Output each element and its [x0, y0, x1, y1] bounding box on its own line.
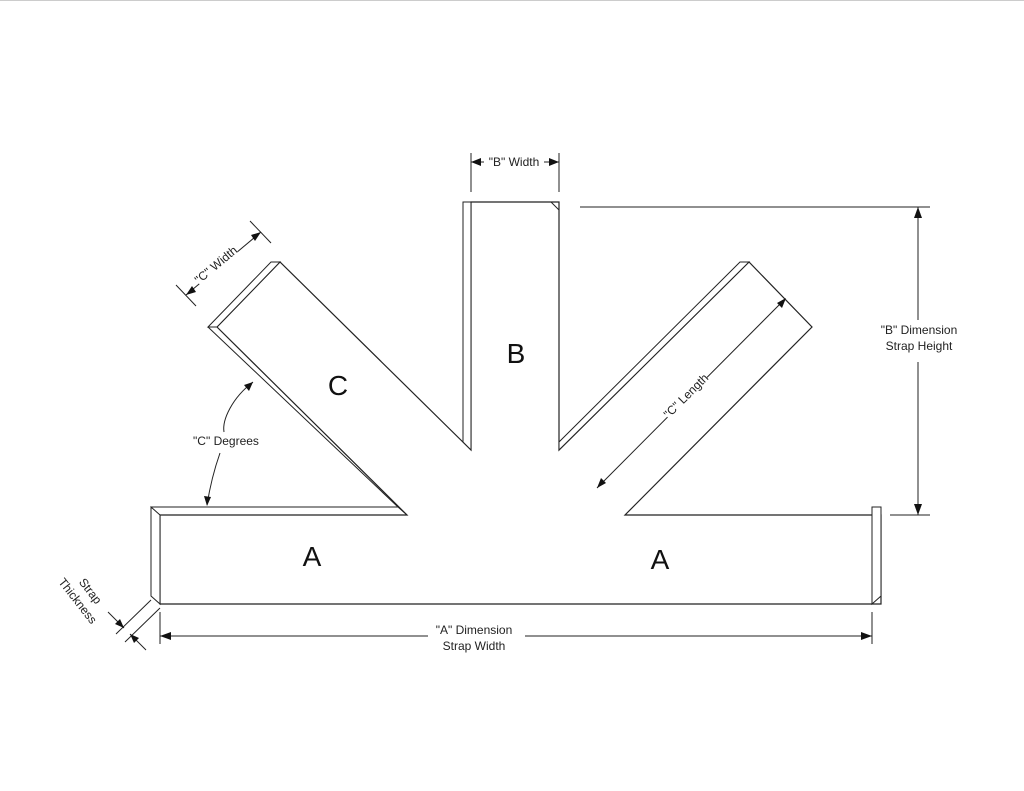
b-width-left-arrow	[471, 158, 481, 166]
part-a-right-label: A	[651, 544, 670, 575]
right-end-face	[871, 506, 882, 606]
b-top-corner-edge	[550, 201, 560, 211]
strap-thickness-upper-arrow	[115, 619, 124, 628]
c-width-lower-arrow	[186, 286, 196, 295]
b-dimension-label-line1: "B" Dimension	[881, 323, 958, 337]
b-dimension-label-line2: Strap Height	[886, 339, 953, 353]
c-degrees-upper-arrow	[244, 382, 253, 391]
part-a-left-label: A	[303, 541, 322, 572]
b-width-dimension: "B" Width	[470, 153, 560, 192]
c-lower-back-edge	[207, 326, 399, 508]
a-dimension-strap-width: "A" Dimension Strap Width	[159, 612, 873, 653]
b-dimension-strap-height: "B" Dimension Strap Height	[580, 206, 958, 516]
a-dimension-left-arrow	[160, 632, 171, 640]
c-length-lower-arrow	[597, 478, 606, 488]
c-width-upper-arrow	[251, 232, 261, 241]
b-top-face	[462, 201, 472, 452]
strap-thickness-dimension: Strap Thickness	[56, 575, 161, 651]
c-degrees-lower-arrow	[204, 496, 211, 506]
b-dimension-lower-arrow	[914, 504, 922, 515]
c-length-upper-arrow	[777, 298, 786, 308]
part-c-label: C	[328, 370, 348, 401]
bracket-body	[150, 201, 882, 606]
a-left-corner-edge	[397, 506, 408, 516]
c-degrees-label: "C" Degrees	[193, 434, 259, 448]
strap-thickness-lower-arrow	[130, 634, 139, 643]
c-top-face	[206, 261, 282, 328]
b-width-right-arrow	[549, 158, 559, 166]
left-end-face	[150, 505, 161, 606]
right-leg-top-face	[558, 261, 751, 452]
a-dimension-label-line2: Strap Width	[443, 639, 506, 653]
c-width-label: "C" Width	[192, 243, 240, 287]
b-dimension-upper-arrow	[914, 207, 922, 218]
part-b-label: B	[507, 338, 526, 369]
a-dimension-label-line1: "A" Dimension	[436, 623, 513, 637]
bracket-outline	[159, 201, 882, 605]
a-dimension-right-arrow	[861, 632, 872, 640]
b-width-label: "B" Width	[489, 155, 540, 169]
c-degrees-dimension: "C" Degrees	[193, 381, 259, 506]
